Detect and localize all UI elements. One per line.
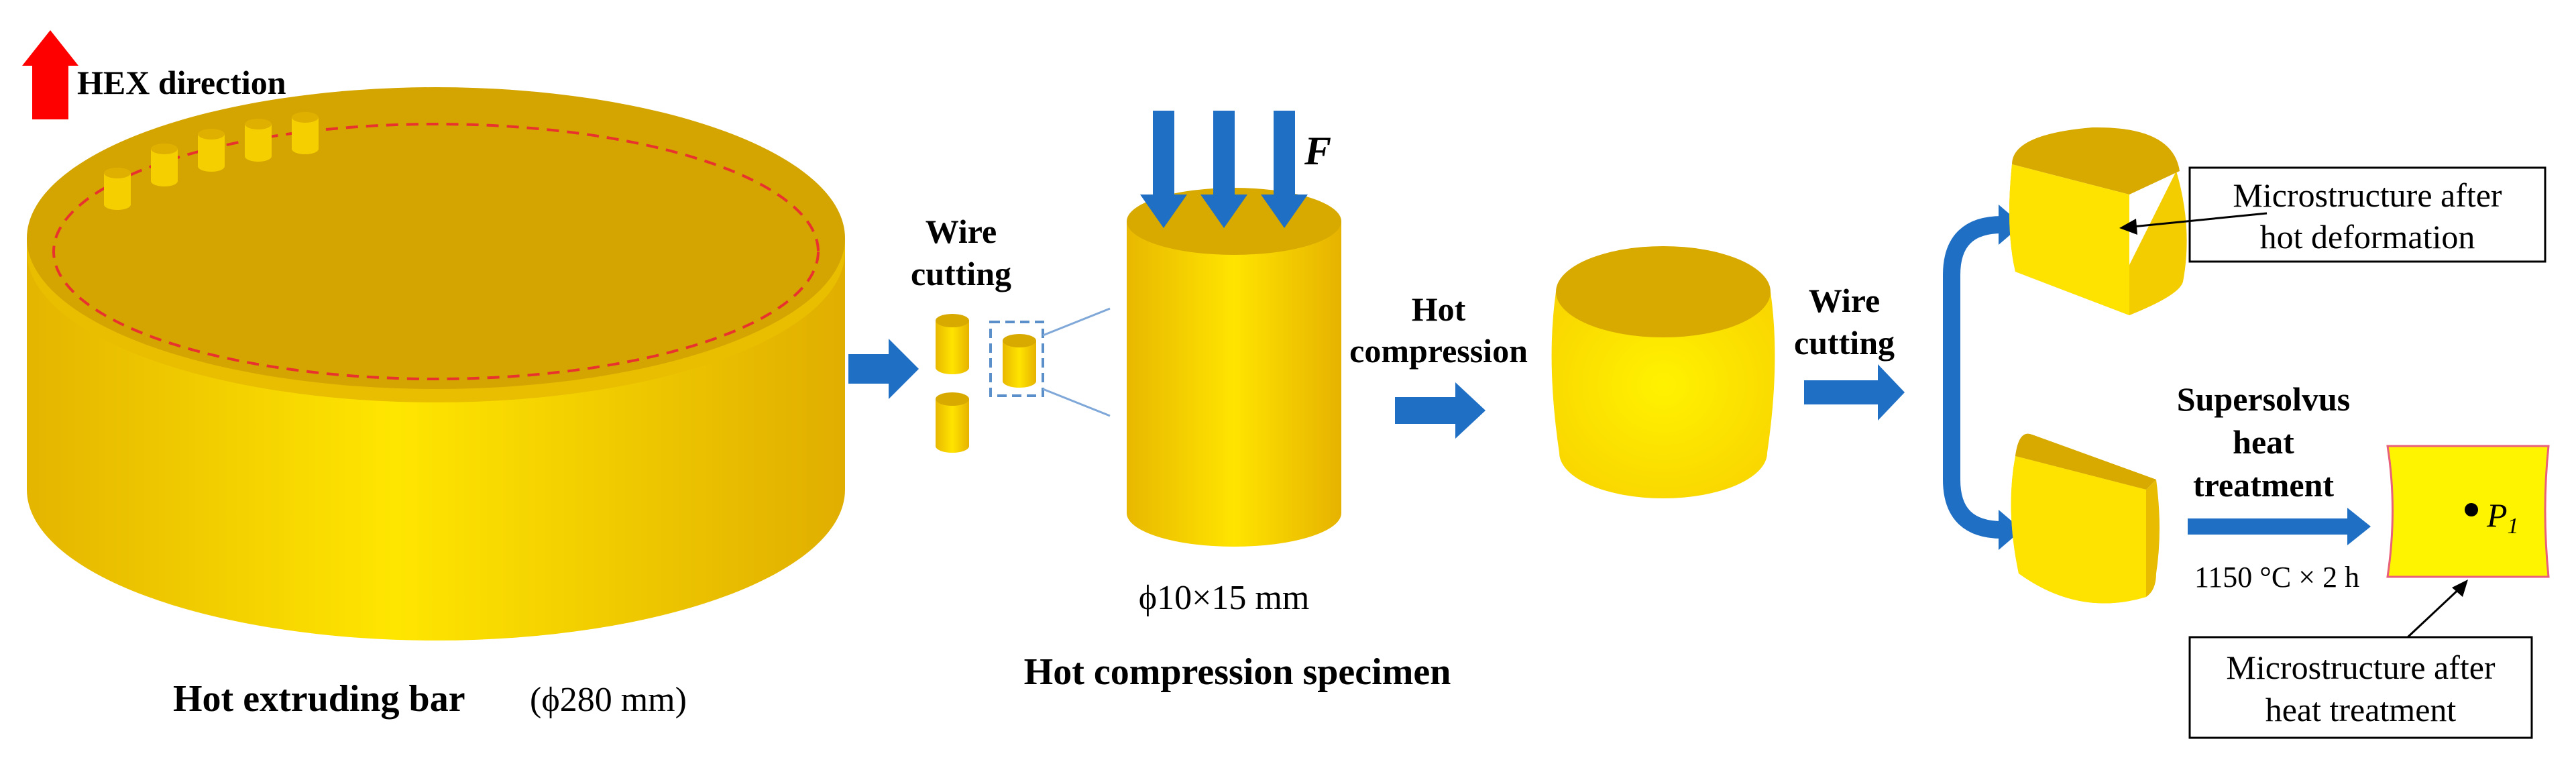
split-arrow-lower-icon bbox=[1999, 510, 2022, 550]
hex-direction-arrow-icon bbox=[22, 30, 78, 119]
heat-treatment-pointer bbox=[2406, 586, 2463, 639]
hot-deformation-pointer bbox=[2132, 212, 2267, 228]
wire-cutting-2-label-line2: cutting bbox=[1794, 324, 1895, 362]
hot-compression-label-line1: Hot bbox=[1412, 290, 1466, 328]
point-p1-marker bbox=[2465, 503, 2478, 516]
point-p1-label: P1 bbox=[2486, 496, 2519, 539]
hot-compression-label-line2: compression bbox=[1349, 332, 1528, 370]
hot-deformation-pointer-head-icon bbox=[2119, 219, 2137, 235]
heat-treatment-callout-line1: Microstructure after bbox=[2226, 649, 2496, 686]
point-p1-subscript: 1 bbox=[2508, 514, 2519, 539]
compressed-sample bbox=[1551, 246, 1775, 498]
hot-extruding-bar bbox=[27, 87, 845, 641]
hot-deformation-callout-line1: Microstructure after bbox=[2233, 176, 2502, 214]
hex-direction-label: HEX direction bbox=[77, 64, 286, 101]
hot-compression-specimen bbox=[1127, 188, 1341, 547]
heat-treatment-callout-box bbox=[2188, 636, 2533, 739]
heat-treated-sample: P1 bbox=[2386, 445, 2550, 578]
hot-compression-specimen-label: Hot compression specimen bbox=[1024, 651, 1451, 693]
process-arrow-1-icon bbox=[848, 339, 919, 399]
cut-specimens-on-bar bbox=[104, 112, 319, 210]
hot-extruding-bar-label: Hot extruding bar bbox=[173, 678, 465, 720]
wire-cutting-1-label-line1: Wire bbox=[926, 213, 997, 250]
half-sample-heat-treated bbox=[2011, 433, 2160, 604]
supersolvus-label-line2: heat bbox=[2233, 423, 2294, 461]
hot-deformation-callout-box bbox=[2188, 166, 2546, 263]
point-p1-main: P bbox=[2486, 496, 2508, 534]
process-arrow-4-icon bbox=[2188, 508, 2371, 545]
supersolvus-label-line1: Supersolvus bbox=[2177, 380, 2350, 418]
hex-direction-indicator: HEX direction bbox=[22, 30, 286, 119]
heat-treatment-pointer-head-icon bbox=[2452, 580, 2468, 597]
supersolvus-label-line3: treatment bbox=[2193, 466, 2334, 504]
force-arrow-3-icon bbox=[1261, 111, 1308, 228]
force-arrows bbox=[1140, 111, 1308, 228]
selected-piece-dashed-box bbox=[989, 321, 1044, 397]
hot-deformation-callout-line2: hot deformation bbox=[2260, 218, 2475, 256]
specimen-dimension-label: ϕ10×15 mm bbox=[1139, 579, 1310, 617]
force-arrow-2-icon bbox=[1200, 111, 1247, 228]
bar-top-face bbox=[27, 87, 845, 389]
heat-condition-label: 1150 °C × 2 h bbox=[2194, 561, 2359, 594]
compressed-sample-top-face bbox=[1556, 246, 1771, 337]
bar-dimension-label: (ϕ280 mm) bbox=[530, 681, 687, 719]
force-arrow-1-icon bbox=[1140, 111, 1187, 228]
wire-cutting-1-label-line2: cutting bbox=[911, 255, 1011, 292]
force-label: F bbox=[1304, 129, 1331, 173]
process-arrow-3-icon bbox=[1804, 364, 1905, 421]
process-arrow-2-icon bbox=[1395, 382, 1486, 439]
wire-cutting-2-label-line1: Wire bbox=[1809, 282, 1880, 319]
heat-treatment-callout-line2: heat treatment bbox=[2265, 691, 2457, 728]
cut-pieces bbox=[936, 307, 1111, 453]
zoom-line-upper bbox=[1042, 307, 1111, 337]
half-sample-hot-deformed bbox=[2009, 127, 2187, 315]
cut-boundary-dashed bbox=[52, 123, 820, 380]
zoom-line-lower bbox=[1042, 388, 1111, 417]
